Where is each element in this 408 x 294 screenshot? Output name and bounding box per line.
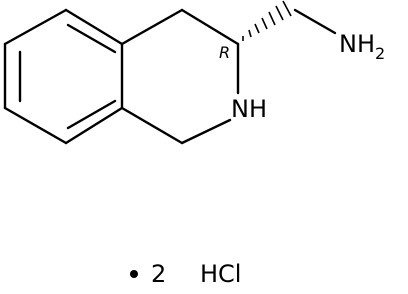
double-bond-inner-1 xyxy=(66,23,117,54)
bond-c3-c4 xyxy=(3,106,68,145)
stereo-descriptor-label: R xyxy=(219,43,230,62)
salt-counterion: HCl xyxy=(200,260,241,288)
hash-3 xyxy=(254,23,260,34)
amine-subscript: 2 xyxy=(375,44,385,63)
bond-c4-c4a xyxy=(64,106,124,145)
hash-2 xyxy=(248,29,252,38)
hash-5 xyxy=(268,11,276,26)
ring-nh-label: NH xyxy=(231,95,267,123)
benzene-ring xyxy=(3,8,124,145)
hash-4 xyxy=(261,17,268,30)
salt-multiplier: 2 xyxy=(151,260,166,288)
hash-6 xyxy=(275,5,284,21)
amine-n-text: NH xyxy=(339,30,375,58)
bond-n2-c1 xyxy=(180,118,232,145)
bond-ch2-nh2 xyxy=(293,8,337,35)
bond-c8a-c4 xyxy=(120,8,184,46)
amine-nh2-label: NH2 xyxy=(339,30,385,63)
hash-7 xyxy=(282,0,292,17)
bond-c1-c2 xyxy=(3,8,68,46)
bond-c4-c3 xyxy=(180,8,240,46)
double-bond-inner-3 xyxy=(66,99,117,130)
bond-c8a-c1 xyxy=(64,8,124,46)
saturated-ring xyxy=(120,8,240,145)
salt-bullet-dot xyxy=(130,270,138,278)
bond-c1-c4a xyxy=(120,106,184,145)
hashed-wedge-bond xyxy=(242,0,292,41)
